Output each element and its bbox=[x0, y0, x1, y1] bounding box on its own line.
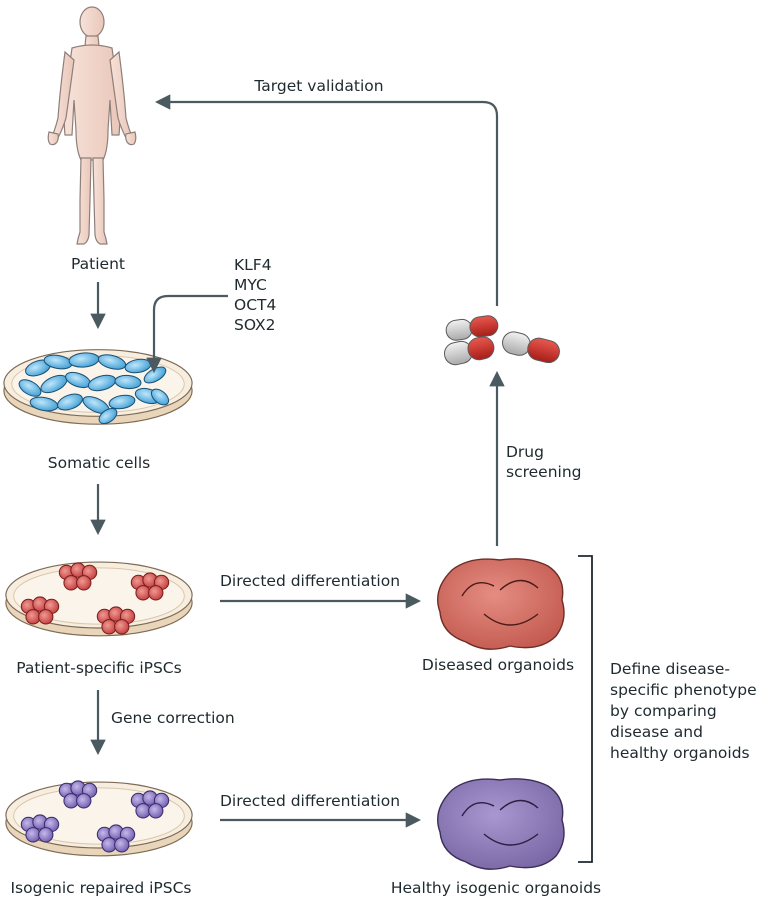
somatic-cells-dish-icon bbox=[3, 349, 193, 425]
healthy-organoid-icon bbox=[437, 778, 565, 870]
reprogramming-factors: KLF4 MYC OCT4 SOX2 bbox=[234, 256, 276, 334]
comparison-bracket bbox=[578, 555, 593, 863]
drug-screening-label: Drug bbox=[506, 443, 544, 461]
directed-differentiation-label: Directed differentiation bbox=[220, 792, 400, 810]
isogenic-ipscs-label: Isogenic repaired iPSCs bbox=[10, 879, 191, 897]
human-figure-icon bbox=[47, 6, 137, 245]
capsule-icon bbox=[443, 315, 560, 366]
phenotype-line: disease and bbox=[610, 723, 703, 741]
patient-ipscs-dish-icon bbox=[5, 561, 193, 637]
directed-differentiation-label: Directed differentiation bbox=[220, 572, 400, 590]
phenotype-text: Define disease- specific phenotype by co… bbox=[610, 660, 757, 762]
phenotype-line: Define disease- bbox=[610, 660, 730, 678]
patient-label: Patient bbox=[71, 255, 125, 273]
factor-label: MYC bbox=[234, 276, 267, 294]
somatic-cells-label: Somatic cells bbox=[48, 454, 151, 472]
target-validation-label: Target validation bbox=[253, 77, 383, 95]
phenotype-line: specific phenotype bbox=[610, 681, 757, 699]
drug-screening-label: screening bbox=[506, 463, 582, 481]
arrow-target-validation bbox=[154, 94, 499, 306]
arrow-factors-to-somatic bbox=[146, 294, 228, 374]
diseased-organoid-icon bbox=[437, 558, 565, 650]
diseased-organoids-label: Diseased organoids bbox=[422, 656, 574, 674]
factor-label: KLF4 bbox=[234, 256, 272, 274]
factor-label: SOX2 bbox=[234, 316, 276, 334]
isogenic-ipscs-dish-icon bbox=[5, 780, 193, 857]
gene-correction-label: Gene correction bbox=[111, 709, 235, 727]
phenotype-line: healthy organoids bbox=[610, 744, 750, 762]
factor-label: OCT4 bbox=[234, 296, 276, 314]
patient-ipscs-label: Patient-specific iPSCs bbox=[16, 659, 181, 677]
phenotype-line: by comparing bbox=[610, 702, 717, 720]
healthy-organoids-label: Healthy isogenic organoids bbox=[391, 879, 601, 897]
